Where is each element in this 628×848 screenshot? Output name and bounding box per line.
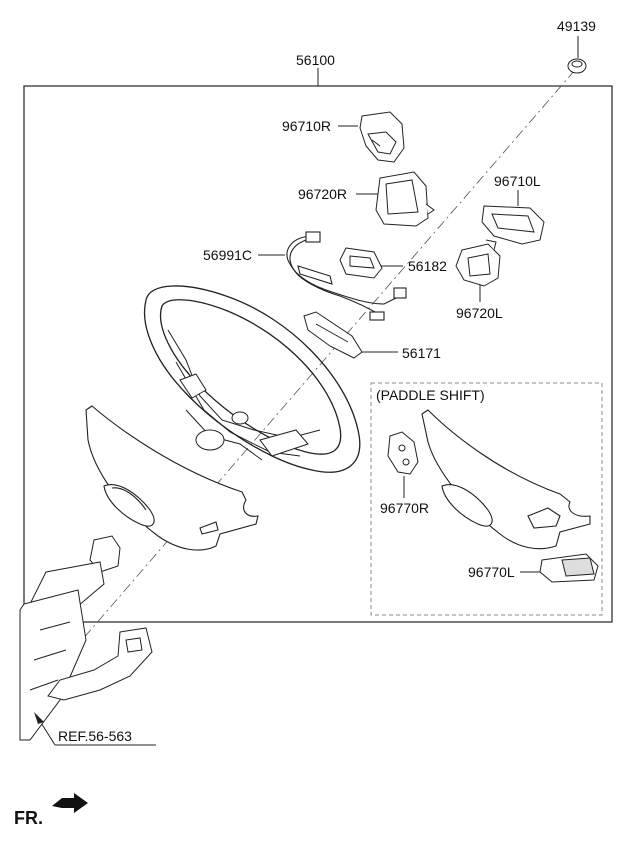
cover-56171 [303,311,363,359]
assembly-centerline [29,69,576,701]
switch-96710R [359,111,405,163]
nut-49139 [567,58,587,74]
bracket-96720R [375,171,435,227]
steering-column [19,535,153,741]
label-56100: 56100 [296,52,335,68]
steering-wheel [143,285,361,473]
ref-arrow-head [34,712,44,724]
label-paddle-shift: (PADDLE SHIFT) [376,387,485,403]
label-96710L: 96710L [494,173,541,189]
label-56182: 56182 [408,258,447,274]
label-96720R: 96720R [298,186,348,202]
lower-cover [85,405,259,551]
paddle-shift-cover [421,409,591,550]
label-fr: FR. [14,808,43,828]
fr-arrow [52,793,88,813]
label-96770L: 96770L [468,564,515,580]
label-49139: 49139 [557,18,596,34]
label-96710R: 96710R [282,118,332,134]
wiring-56991C [286,231,407,321]
paddle-96770R [387,431,419,475]
label-96770R: 96770R [380,500,430,516]
label-96720L: 96720L [456,305,503,321]
label-56991C: 56991C [203,247,253,263]
switch-96710L [481,205,545,245]
paddle-96770L [539,553,599,583]
label-56171: 56171 [402,345,441,361]
paddle-shift-box [370,382,603,616]
label-ref: REF.56-563 [58,728,132,744]
bracket-96720L [455,239,501,287]
module-56182 [339,247,383,279]
